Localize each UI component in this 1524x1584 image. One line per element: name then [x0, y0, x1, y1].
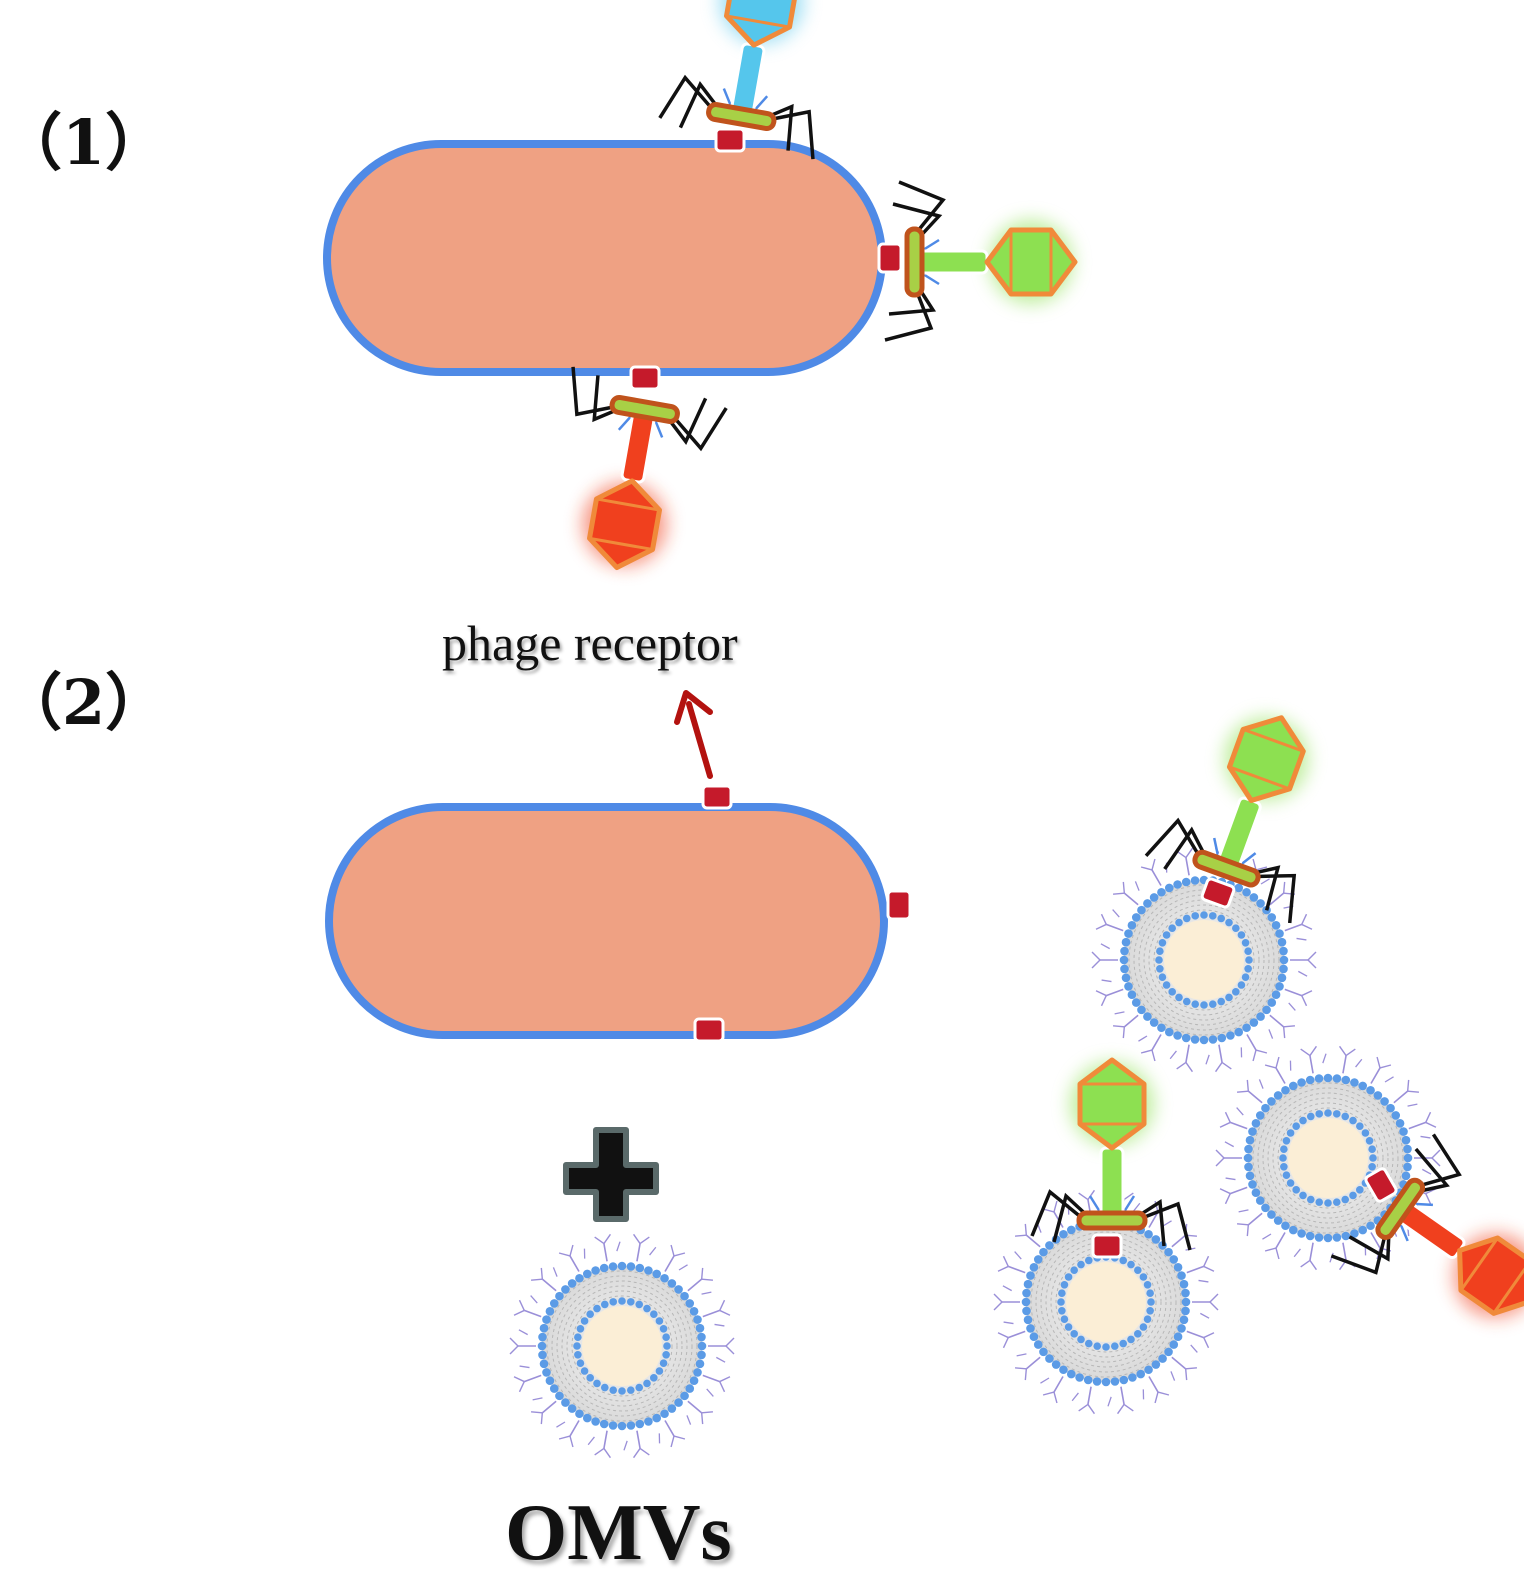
omv-free: [510, 1234, 734, 1457]
panel-2-illustration: [329, 690, 1524, 1457]
phage-green-right: [885, 182, 1075, 340]
phage-receptor-bottom: [631, 367, 659, 389]
phage-receptor-top: [716, 129, 744, 151]
phage-receptor-top: [703, 786, 731, 808]
panel-label-1: （1）: [0, 92, 167, 182]
phage-receptor-bottom: [695, 1019, 723, 1041]
phage-cyan-top: [657, 0, 846, 159]
omv-bound-green-1: [1092, 848, 1316, 1071]
receptor-arrow: [677, 693, 710, 776]
phage-receptor-right: [879, 244, 901, 272]
omvs-label: OMVs: [505, 1488, 732, 1579]
phage-receptor-right: [888, 891, 910, 919]
phage-receptor-label: phage receptor: [442, 614, 738, 672]
bacterial-cell-panel-1: [327, 144, 882, 372]
plus-icon: [566, 1130, 656, 1219]
phage-green-omv-2: [1032, 1060, 1190, 1250]
bacterial-cell-panel-2: [329, 807, 884, 1035]
panel-label-2: （2）: [0, 652, 167, 742]
phage-red-bottom: [540, 367, 729, 582]
omv-receptor-2: [1093, 1235, 1121, 1257]
panel-1-illustration: [327, 0, 1075, 581]
